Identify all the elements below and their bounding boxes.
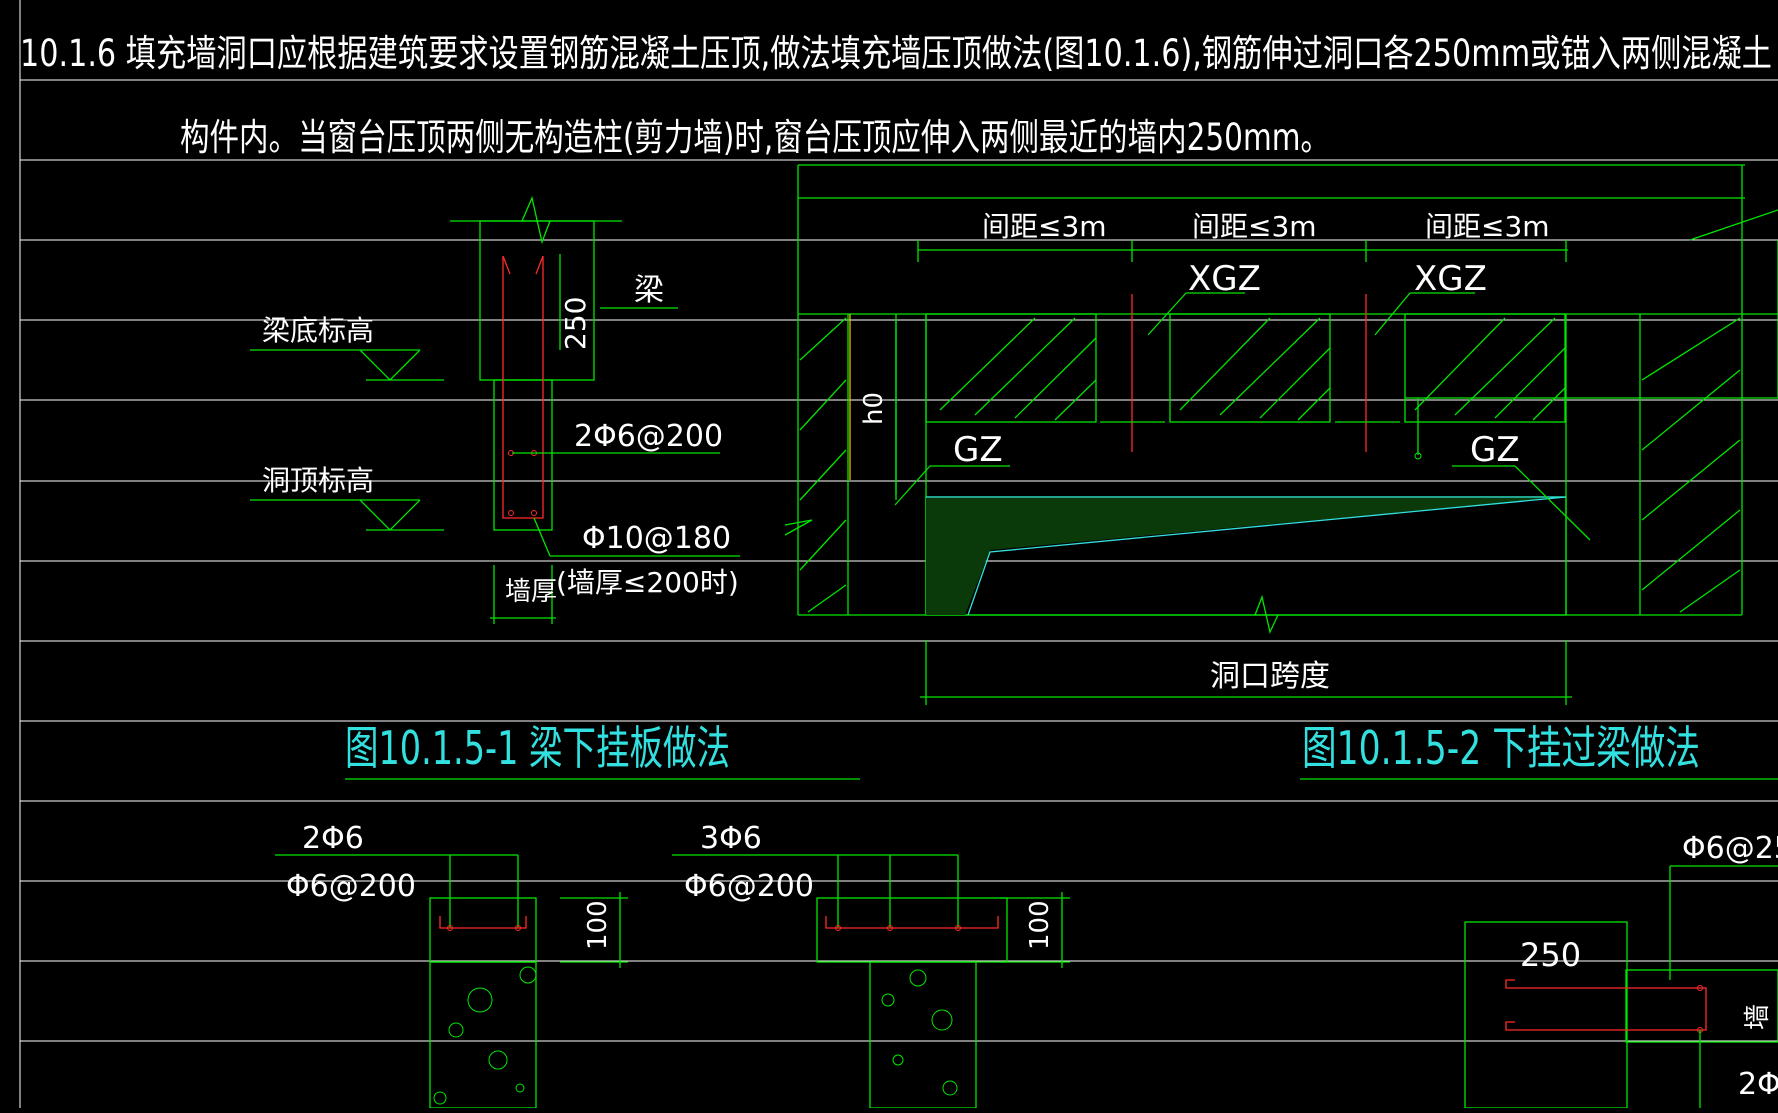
gz-left-label: GZ [953, 430, 1003, 470]
opening-span-label: 洞口跨度 [1210, 659, 1330, 694]
detail-c-bottom-rebar: 2Φ [1738, 1067, 1778, 1102]
fig1-beam-label: 梁 [634, 273, 664, 308]
detail-b-dim-100: 100 [1025, 900, 1055, 950]
header-line-2: 构件内。当窗台压顶两侧无构造柱(剪力墙)时,窗台压顶应伸入两侧最近的墙内250m… [180, 116, 1330, 159]
spacing-label-2: 间距≤3m [1192, 210, 1317, 243]
fig1-main-rebar: 2Φ6@200 [574, 419, 723, 454]
h0-label: h0 [859, 392, 889, 425]
detail-c-partial: Φ6@25 250 墙 2Φ [1464, 831, 1778, 1109]
xgz-label-2: XGZ [1414, 259, 1487, 299]
detail-c-dim-250: 250 [1520, 936, 1581, 974]
detail-a-stirrup: Φ6@200 [286, 869, 416, 904]
detail-c-top-rebar: Φ6@25 [1682, 831, 1778, 866]
beam-bottom-elevation: 梁底标高 [262, 314, 374, 347]
spacing-label-3: 间距≤3m [1425, 210, 1550, 243]
detail-c-side-label: 墙 [1743, 1004, 1773, 1030]
detail-a-top-rebar: 2Φ6 [302, 821, 364, 856]
fig1-stirrup-rebar: Φ10@180 [582, 521, 731, 556]
wall-thickness-note: (墙厚≤200时) [556, 566, 739, 599]
detail-a-dim-100: 100 [583, 900, 613, 950]
header-line-1: 10.1.6 填充墙洞口应根据建筑要求设置钢筋混凝土压顶,做法填充墙压顶做法(图… [20, 32, 1772, 75]
figure-caption-10-1-5-1: 图10.1.5-1 梁下挂板做法 [345, 721, 730, 775]
detail-b-stirrup: Φ6@200 [684, 869, 814, 904]
figure-lintel-hanging-beam: 间距≤3m 间距≤3m 间距≤3m XGZ XGZ [784, 164, 1778, 780]
hatched-panels [799, 313, 1741, 615]
figure-caption-10-1-5-2: 图10.1.5-2 下挂过梁做法 [1302, 721, 1700, 775]
opening-top-elevation: 洞顶标高 [262, 464, 374, 497]
gz-right-label: GZ [1470, 430, 1520, 470]
spacing-label-1: 间距≤3m [982, 210, 1107, 243]
figure-beam-hanging-plate: 250 梁 梁底标高 洞顶标高 2Φ6@200 Φ10@180 墙厚 (墙厚≤2… [250, 195, 860, 780]
detail-b-sill-3phi6: 3Φ6 Φ6@200 100 [672, 821, 1070, 1109]
xgz-label-1: XGZ [1188, 259, 1261, 299]
detail-a-sill-2phi6: 2Φ6 Φ6@200 100 [275, 821, 628, 1109]
wall-thickness-label: 墙厚 [505, 577, 557, 607]
background-grid-lines [19, 0, 1778, 1108]
fig1-dim-250: 250 [559, 297, 592, 350]
detail-b-top-rebar: 3Φ6 [700, 821, 762, 856]
